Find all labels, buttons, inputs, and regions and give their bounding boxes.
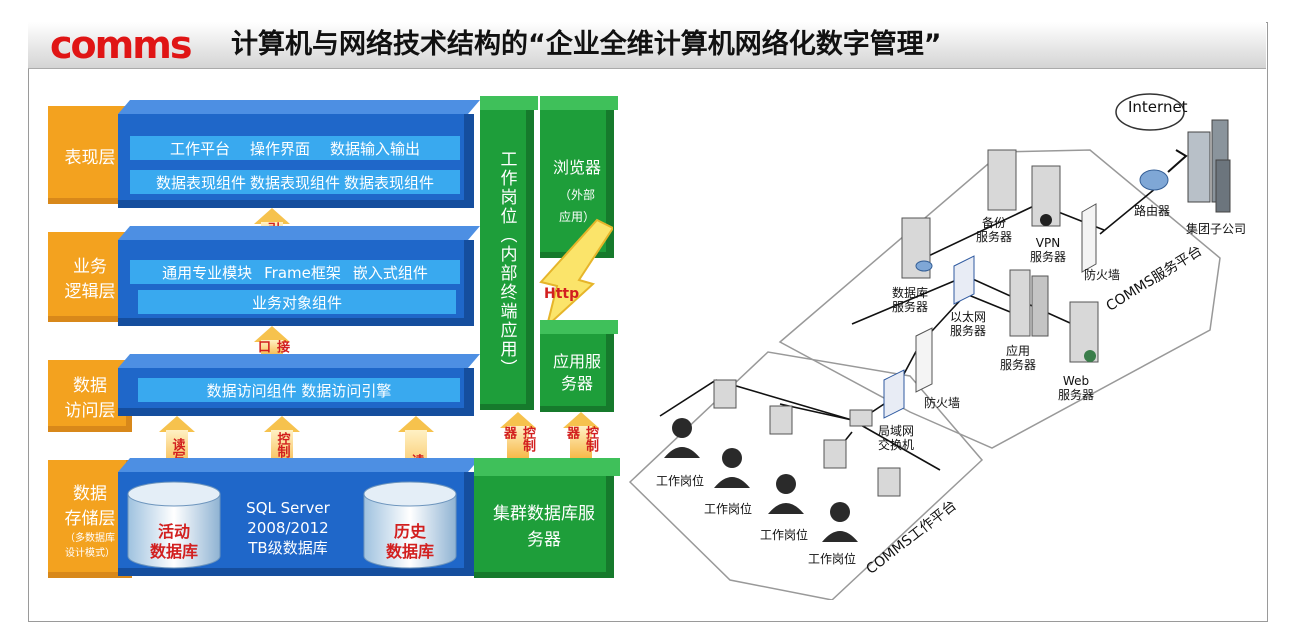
- readwrite-arrow-head-up: [159, 416, 195, 432]
- group-subsidiary-label: 集团子公司: [1186, 222, 1247, 236]
- ethernet-server-label: 以太网服务器: [950, 310, 987, 338]
- db-server-label: 数据库服务器: [892, 286, 929, 314]
- internet-label: Internet: [1128, 98, 1188, 116]
- workstation-label-2: 工作岗位: [704, 502, 753, 516]
- http-lightning-icon: [539, 218, 613, 328]
- controller-arrow-3-head-up: [563, 412, 599, 428]
- lan-switch-label: 局域网交换机: [878, 424, 915, 452]
- app-server-box: 应用服务器: [540, 334, 614, 412]
- access-row: 数据访问组件 数据访问引擎: [138, 378, 460, 402]
- controller-arrow-2: 控制器: [501, 426, 535, 462]
- workstation-label-4: 工作岗位: [808, 552, 857, 566]
- workstation-label-1: 工作岗位: [656, 474, 705, 488]
- page-title: 计算机与网络技术结构的“企业全维计算机网络化数字管理”: [231, 29, 942, 60]
- app-server-box-top: [540, 320, 618, 334]
- workstation-column-top: [480, 96, 538, 110]
- brand-logo: comms: [50, 23, 192, 67]
- interface-arrow: 接口: [255, 340, 289, 358]
- presentation-row-1: 工作平台操作界面数据输入输出: [130, 136, 460, 160]
- storage-slab-top: [118, 458, 480, 472]
- quote-arrow-head-up: [254, 208, 290, 224]
- router-label: 路由器: [1134, 204, 1171, 218]
- history-database-cylinder: [363, 481, 457, 569]
- controller-arrow-2-head-up: [500, 412, 536, 428]
- network-diagram: [628, 93, 1231, 600]
- firewall-mid-label: 防火墙: [924, 396, 961, 410]
- business-row-2: 业务对象组件: [138, 290, 456, 314]
- title-bar: comms 计算机与网络技术结构的“企业全维计算机网络化数字管理”: [28, 22, 1266, 69]
- controller-arrow-1-head-up: [264, 416, 300, 432]
- service-platform-outline: [778, 149, 1221, 449]
- app-server-label: 应用服务器: [1000, 344, 1037, 372]
- workstation-column: 工作岗位（内部终端应用）: [480, 110, 534, 410]
- firewall-top-label: 防火墙: [1084, 268, 1121, 282]
- http-label: Http: [544, 286, 580, 302]
- cluster-db-server-box: 集群数据库服务器: [474, 476, 614, 578]
- active-database-label: 活动数据库: [149, 522, 198, 561]
- browser-box-top: [540, 96, 618, 110]
- workstation-label-3: 工作岗位: [760, 528, 809, 542]
- presentation-slab-top: [118, 100, 480, 114]
- controller-arrow-3: 控制器: [564, 426, 598, 462]
- access-slab-top: [118, 354, 480, 368]
- presentation-row-2: 数据表现组件数据表现组件数据表现组件: [130, 170, 460, 194]
- active-database-cylinder: [127, 481, 221, 569]
- interface-arrow-head-up: [254, 326, 290, 342]
- history-database-label: 历史数据库: [385, 522, 434, 561]
- cluster-box-top: [474, 458, 620, 476]
- business-slab-top: [118, 226, 480, 240]
- read-arrow-head-up: [398, 416, 434, 432]
- backup-server-label: 备份服务器: [976, 216, 1013, 244]
- work-platform-outline: [628, 351, 984, 600]
